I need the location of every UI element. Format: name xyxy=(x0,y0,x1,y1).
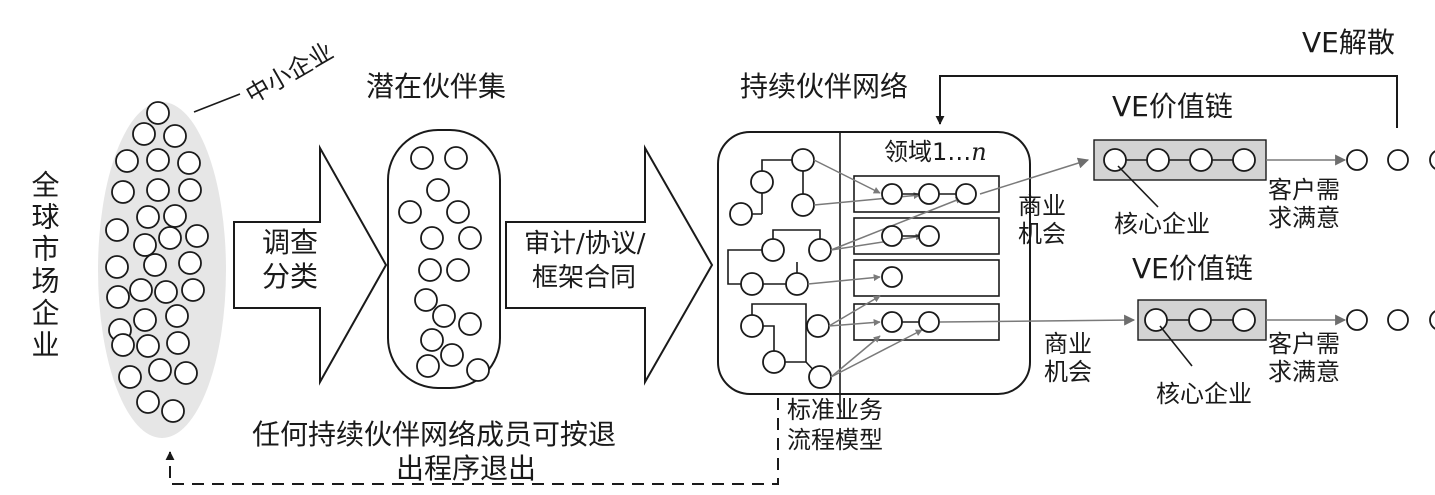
sme-label: 中小企业 xyxy=(241,37,338,109)
std-process-line1: 标准业务 xyxy=(787,396,883,424)
potential-partner-nodes xyxy=(398,146,490,382)
biz-opportunity-1-line1: 商业 xyxy=(1018,192,1066,220)
audit-label-line1: 审计/协议/ xyxy=(524,229,646,259)
customer-need-2-line1: 客户需 xyxy=(1268,330,1340,358)
domain-box-2 xyxy=(853,217,1000,255)
potential-partners-label: 潜在伙伴集 xyxy=(366,70,506,103)
biz-opportunity-2-line2: 机会 xyxy=(1044,358,1092,386)
potential-partners-box xyxy=(387,129,501,389)
global-market-companies xyxy=(105,101,209,423)
survey-arrow xyxy=(233,144,388,386)
exit-dashed-arrow xyxy=(165,398,779,485)
domain-label: 领域1…n xyxy=(884,138,987,166)
network-nodes xyxy=(729,148,832,389)
domain-nodes xyxy=(881,183,977,333)
std-process-line2: 流程模型 xyxy=(787,426,883,454)
sustained-network-box xyxy=(717,131,1031,395)
core-company-2-label: 核心企业 xyxy=(1156,380,1252,408)
exit-label-line2: 出程序退出 xyxy=(396,452,536,485)
audit-label-line2: 框架合同 xyxy=(532,263,636,293)
biz-opportunity-arrow-1 xyxy=(979,157,1090,195)
exit-label-line1: 任何持续伙伴网络成员可按退 xyxy=(252,418,616,451)
biz-opportunity-1-line2: 机会 xyxy=(1018,220,1066,248)
ve-value-chain-1-label: VE价值链 xyxy=(1112,90,1233,123)
sustained-network-label: 持续伙伴网络 xyxy=(740,70,908,103)
global-companies-label: 全球市场企业 xyxy=(28,170,61,362)
ve-dissolve-label: VE解散 xyxy=(1302,26,1395,59)
core-company-1-pointer xyxy=(1117,165,1159,208)
survey-label-line1: 调查 xyxy=(262,226,318,259)
ve-value-chain-2-label: VE价值链 xyxy=(1132,252,1253,285)
ve-dissolve-feedback-arrow xyxy=(935,75,1398,128)
survey-label-line2: 分类 xyxy=(262,260,318,293)
customer-need-2-line2: 求满意 xyxy=(1268,358,1340,386)
customer-nodes-2 xyxy=(1346,309,1435,331)
core-company-1-label: 核心企业 xyxy=(1114,210,1210,238)
core-company-2-pointer xyxy=(1159,325,1193,367)
biz-opportunity-arrow-2 xyxy=(939,314,1136,326)
biz-opportunity-2-line1: 商业 xyxy=(1044,330,1092,358)
customer-need-1-line2: 求满意 xyxy=(1268,204,1340,232)
ve-value-chain-2-nodes xyxy=(1144,308,1256,332)
network-links xyxy=(727,159,821,378)
customer-need-1-line1: 客户需 xyxy=(1268,176,1340,204)
sme-callout-line xyxy=(193,93,241,113)
customer-nodes-1 xyxy=(1346,149,1435,171)
ve-value-chain-1-nodes xyxy=(1103,148,1256,172)
audit-agreement-arrow xyxy=(505,144,714,386)
domain-box-3 xyxy=(853,259,1000,297)
